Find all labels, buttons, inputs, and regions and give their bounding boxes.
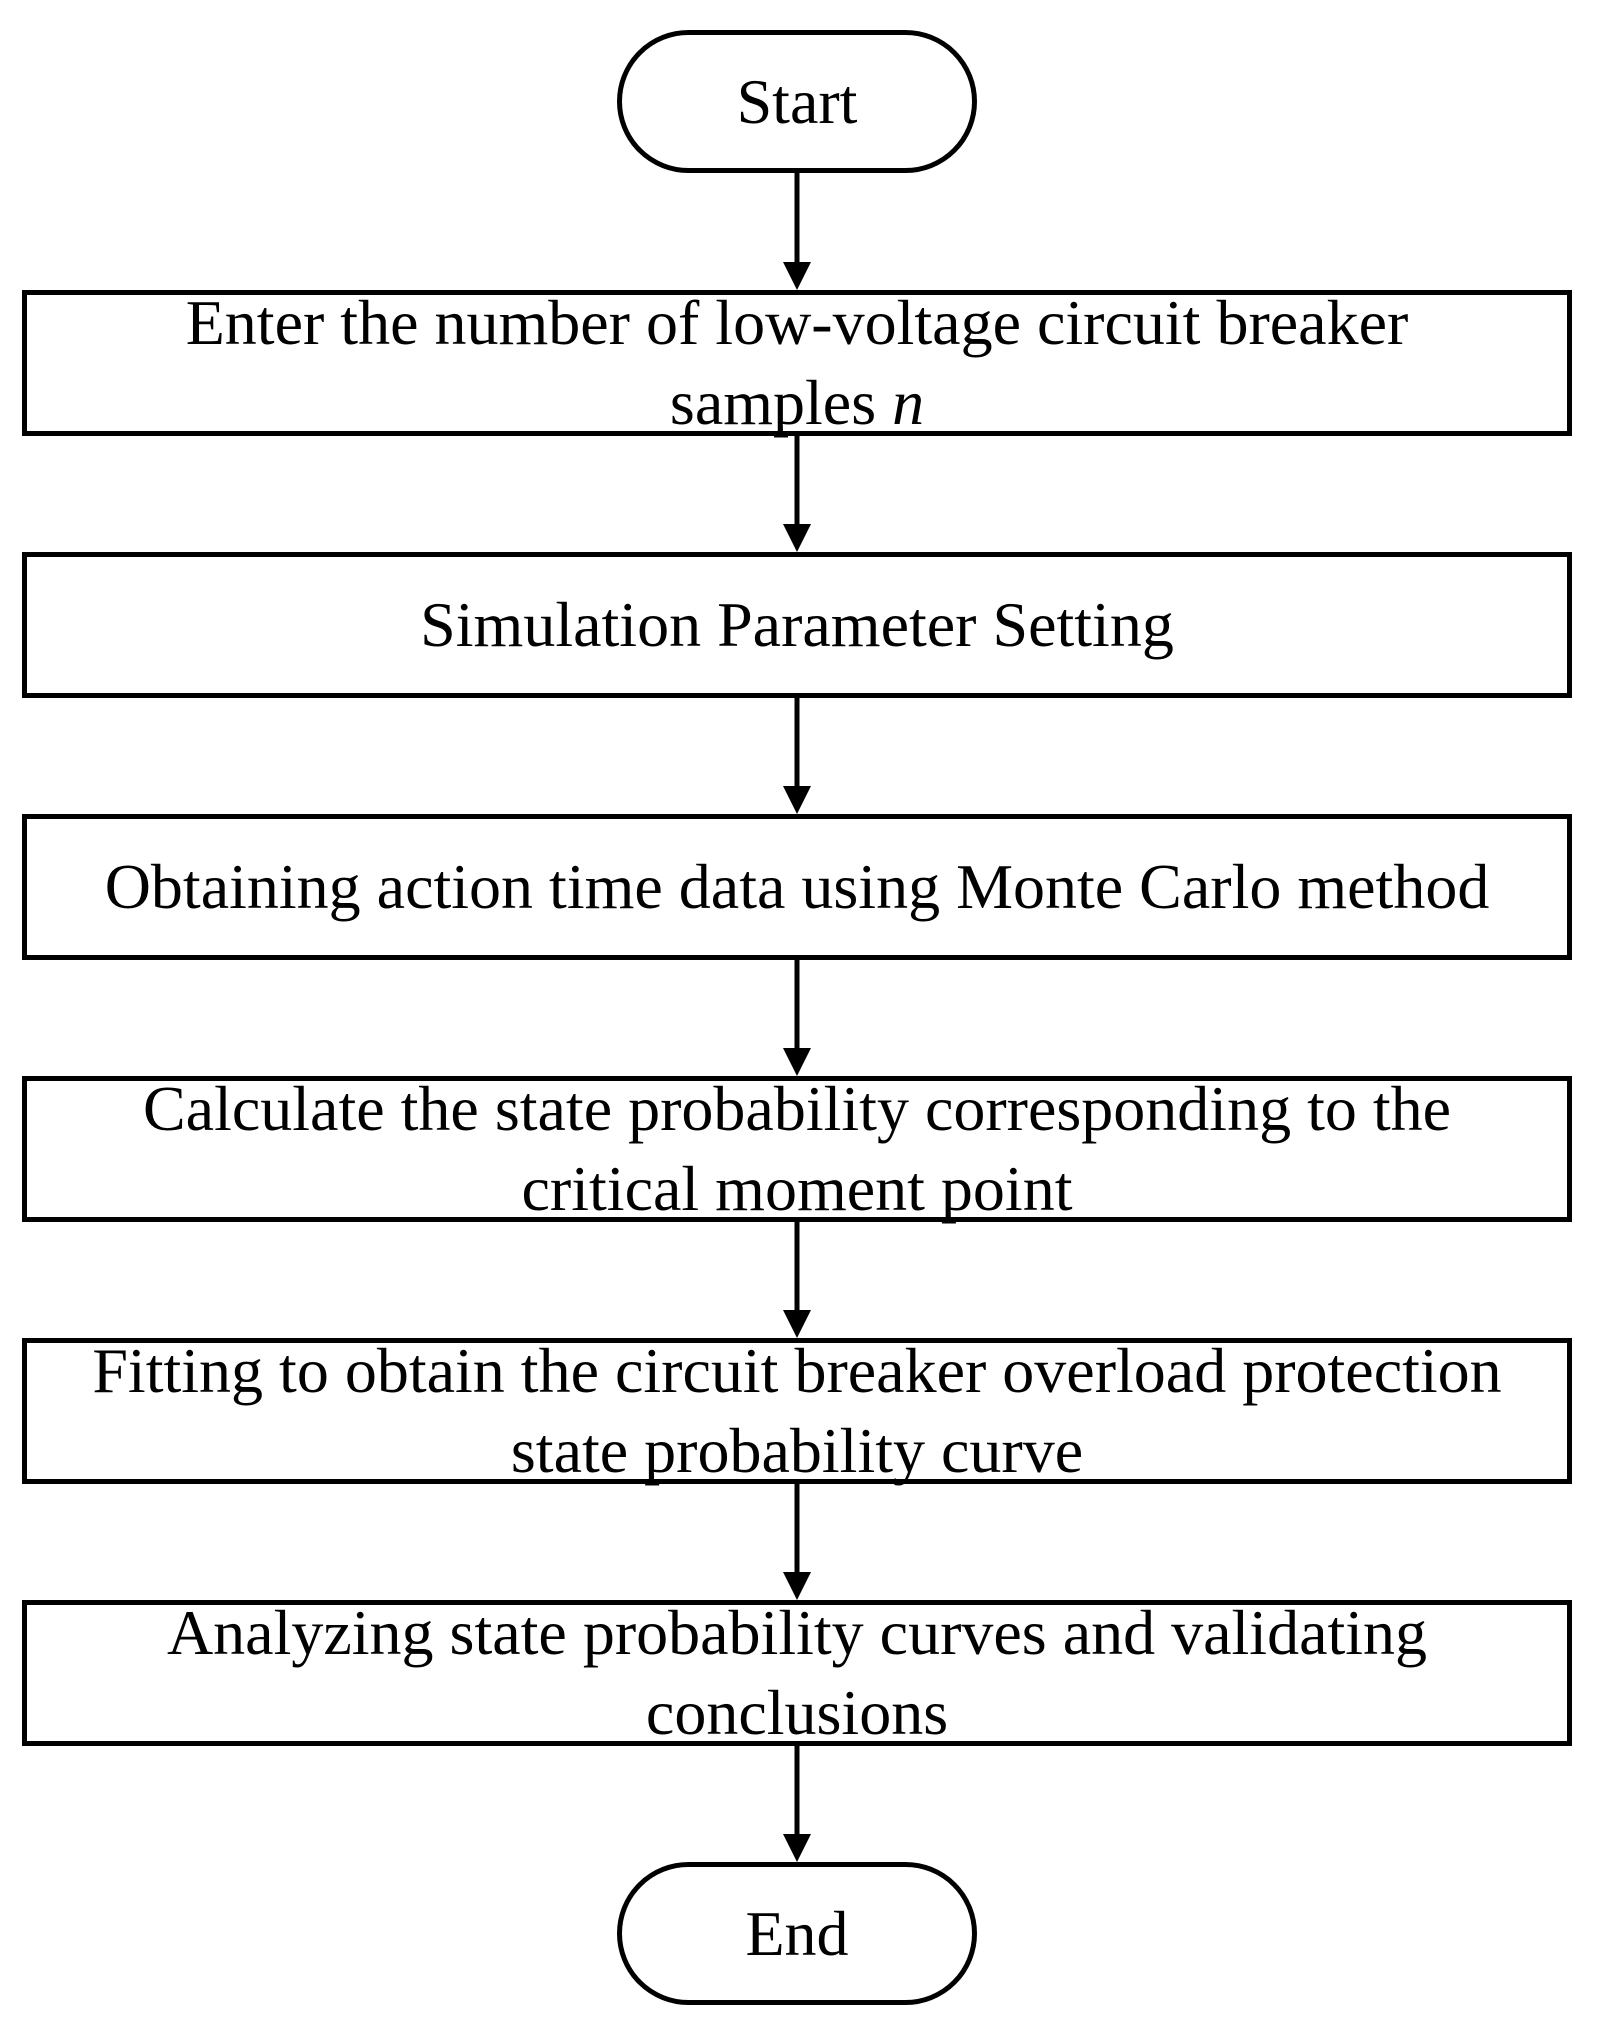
arrow-step3-to-step4 (783, 959, 811, 1076)
arrow-start-to-step1 (783, 172, 811, 290)
sample-variable-n: n (892, 367, 925, 438)
step-1-line-2-text: samples (669, 367, 893, 438)
end-label: End (745, 1897, 849, 1969)
step-4-line-2: critical moment point (521, 1153, 1073, 1224)
step-5-line-2: state probability curve (510, 1415, 1084, 1486)
start-terminal: Start (617, 30, 977, 173)
step-5-label: Fitting to obtain the circuit breaker ov… (92, 1331, 1501, 1491)
step-analyze-and-validate: Analyzing state probability curves and v… (22, 1597, 1572, 1748)
step-enter-sample-count: Enter the number of low-voltage circuit … (22, 287, 1572, 438)
arrow-step5-to-step6 (783, 1483, 811, 1600)
step-6-line-2: conclusions (645, 1677, 949, 1748)
step-5-line-1: Fitting to obtain the circuit breaker ov… (92, 1335, 1502, 1406)
step-3-label: Obtaining action time data using Monte C… (104, 851, 1490, 922)
arrow-step4-to-step5 (783, 1221, 811, 1338)
start-label: Start (736, 65, 858, 137)
step-2-label: Simulation Parameter Setting (420, 589, 1174, 660)
arrow-step1-to-step2 (783, 435, 811, 552)
step-simulation-parameter-setting: Simulation Parameter Setting (22, 552, 1572, 698)
step-6-label: Analyzing state probability curves and v… (167, 1593, 1427, 1753)
step-4-line-1: Calculate the state probability correspo… (142, 1073, 1452, 1144)
step-1-line-1: Enter the number of low-voltage circuit … (185, 287, 1409, 358)
step-6-line-1: Analyzing state probability curves and v… (166, 1597, 1428, 1668)
end-terminal: End (617, 1862, 977, 2005)
step-1-line-2: samples n (186, 363, 1409, 443)
step-calculate-state-probability: Calculate the state probability correspo… (22, 1073, 1572, 1224)
step-1-label: Enter the number of low-voltage circuit … (186, 283, 1409, 443)
arrow-step6-to-end (783, 1745, 811, 1862)
arrow-step2-to-step3 (783, 697, 811, 814)
step-4-label: Calculate the state probability correspo… (143, 1069, 1451, 1229)
step-monte-carlo: Obtaining action time data using Monte C… (22, 814, 1572, 960)
step-fit-probability-curve: Fitting to obtain the circuit breaker ov… (22, 1335, 1572, 1486)
